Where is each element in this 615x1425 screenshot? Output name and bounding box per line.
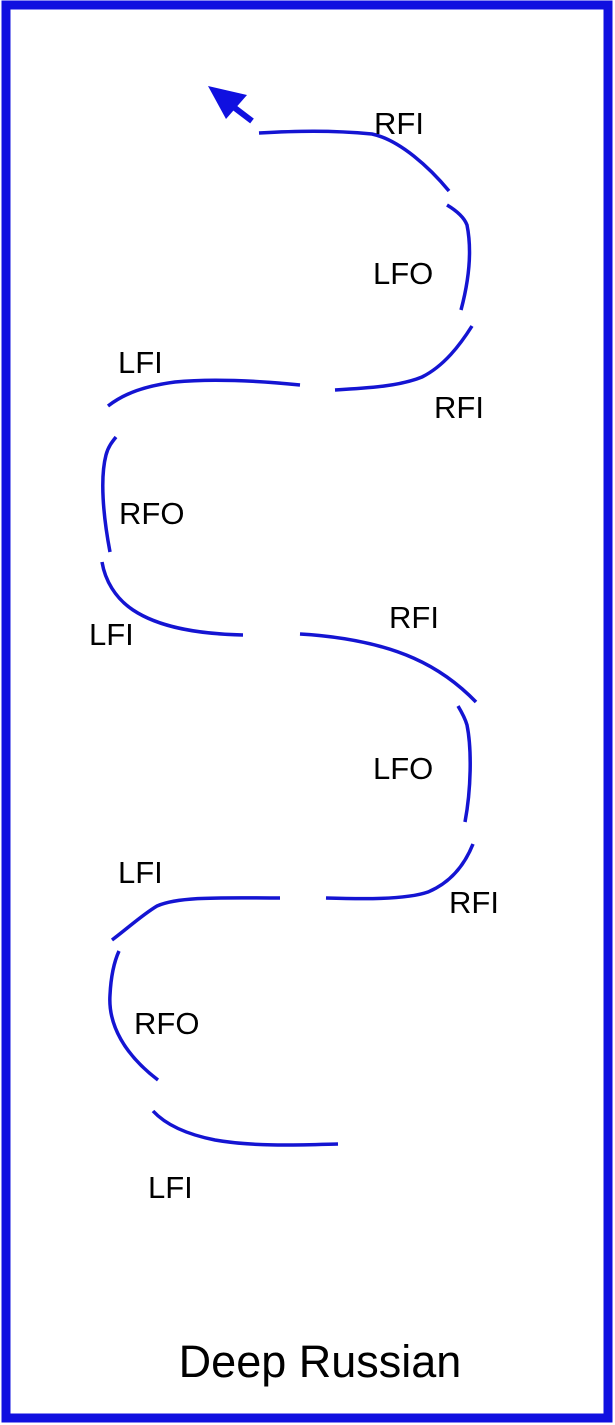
diagram-caption: Deep Russian xyxy=(179,1336,462,1387)
tracing-lfi-2 xyxy=(110,896,281,942)
tracing-rfi-2 xyxy=(299,632,478,704)
edge-label-rfi-3: RFI xyxy=(434,390,484,425)
edge-label-lfi-3: LFI xyxy=(89,617,134,652)
tracing-lfo-1 xyxy=(456,705,472,823)
edge-label-lfi-2: LFI xyxy=(118,855,163,890)
edge-label-lfo-1: LFO xyxy=(373,751,433,786)
edge-label-lfi-4: LFI xyxy=(118,345,163,380)
tracing-lfo-2 xyxy=(446,203,472,311)
edge-label-lfi-start: LFI xyxy=(148,1170,193,1205)
arrow-head-icon xyxy=(208,86,247,119)
edge-label-rfi-2: RFI xyxy=(389,600,439,635)
tracing-lfi-4 xyxy=(106,378,301,408)
edge-label-rfo-2: RFO xyxy=(119,496,184,531)
tracing-rfo-1 xyxy=(108,950,160,1082)
edge-label-rfi-4: RFI xyxy=(374,106,424,141)
tracing-rfi-1 xyxy=(325,843,475,901)
tracing-lfi-3 xyxy=(100,561,244,637)
edge-tracings xyxy=(100,129,478,1147)
tracing-rfi-3 xyxy=(334,325,474,392)
edge-label-lfo-2: LFO xyxy=(373,256,433,291)
edge-label-rfi-1: RFI xyxy=(449,885,499,920)
edge-label-rfo-1: RFO xyxy=(134,1006,199,1041)
tracing-lfi-start xyxy=(151,1109,339,1147)
direction-arrow xyxy=(208,86,254,124)
tracing-rfo-2 xyxy=(101,435,118,553)
tracing-rfi-4 xyxy=(258,129,451,193)
